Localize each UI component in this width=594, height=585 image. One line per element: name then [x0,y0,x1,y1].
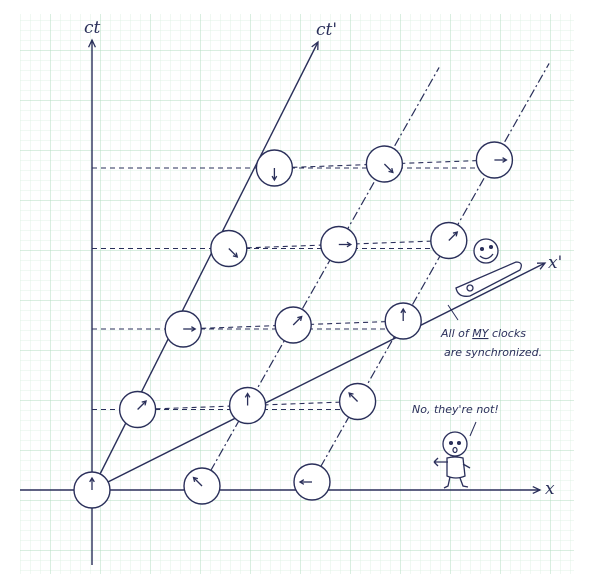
observer-speech: No, they're not! [412,403,499,416]
clock-hand [348,392,359,402]
clock-hand-arrowhead [244,392,251,398]
clock-icon [210,229,248,268]
ct-axis-label: ct [84,18,101,38]
clock-hand-arrowhead [89,476,95,483]
clock-icon [73,471,111,509]
clock-hand [228,248,238,258]
clock-icon [118,390,157,429]
x-prime-axis-arrowhead [536,262,547,270]
clock-hand-arrowhead [298,479,305,485]
clock-hand-arrowhead [191,326,197,332]
clock-icon [274,306,312,344]
clock-icon [475,141,514,179]
clock-icon [255,149,294,187]
clock-hand [383,163,394,173]
clock-hand-arrowhead [346,241,353,248]
clock-hand-arrowhead [232,252,239,258]
clock-hand [292,316,303,326]
rider-speech-line1: All of MY clocks [440,327,526,340]
clock-icon [183,467,221,505]
x-prime-axis-label: x' [548,253,562,273]
clock-icon [365,145,404,183]
clock-hand-arrowhead [452,231,459,237]
ct-prime-axis-arrowhead [311,40,319,51]
clock-hand-arrowhead [141,400,147,406]
clock-icon [430,221,468,260]
clock-hand-arrowhead [271,175,278,182]
x-prime-axis [91,262,546,491]
clock-icon [293,463,331,501]
clock-hand [137,400,147,410]
clock-icon [338,382,377,421]
clock-hand [193,477,203,487]
rider-speech-pointer [447,304,459,321]
clock-hand [448,231,458,241]
x-axis-label: x [545,479,555,499]
clock-hand-arrowhead [502,157,508,163]
clock-icon [320,225,358,264]
stationary-observer-figure [433,431,471,489]
observer-speech-pointer [469,421,477,437]
clock-hand-arrowhead [400,307,407,314]
x-axis-arrowhead [532,485,542,495]
ct-prime-axis-label: ct' [316,20,337,40]
clock-hand-arrowhead [388,167,394,174]
ct-axis-arrowhead [87,38,97,48]
clock-hand-arrowhead [297,315,303,322]
clock-hand-arrowhead [348,392,354,398]
clock-hand-arrowhead [192,476,199,483]
moving-observer-figure [455,238,522,297]
clock-icon [228,386,267,425]
clock-icon [384,302,422,340]
rider-speech-line2: are synchronized. [444,346,542,359]
clock-icon [164,310,202,348]
